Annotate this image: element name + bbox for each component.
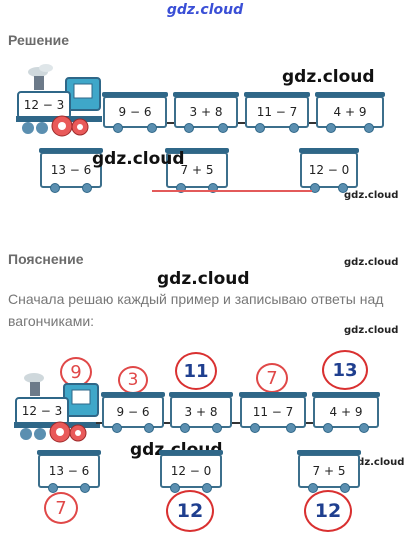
wagon-label: 13 − 6 <box>48 464 90 478</box>
watermark-small: gdz.cloud <box>344 325 399 336</box>
watermark: gdz.cloud <box>282 67 375 87</box>
watermark-small: gdz.cloud <box>350 457 405 468</box>
wagon-3: 11 − 7 <box>244 92 310 133</box>
wagon-label: 4 + 9 <box>333 105 367 119</box>
red-underline <box>152 190 312 192</box>
answer-circle: 3 <box>118 366 148 394</box>
answer-circle: 12 <box>304 490 352 532</box>
heading-explanation: Пояснение <box>8 251 84 267</box>
wagon-4: 4 + 9 <box>315 92 385 133</box>
wagon-6: 7 + 5 <box>165 148 229 193</box>
locomotive-label: 12 − 3 <box>23 98 65 112</box>
watermark-small: gdz.cloud <box>344 190 399 201</box>
wagon-label: 3 + 8 <box>189 105 223 119</box>
watermark-small: gdz.cloud <box>344 257 399 268</box>
wagon-label: 9 − 6 <box>118 105 152 119</box>
wagon-label: 7 + 5 <box>312 464 346 478</box>
wagon-label: 11 − 7 <box>252 405 294 419</box>
wagon-label: 13 − 6 <box>50 163 92 177</box>
wagon-7: 7 + 5 <box>297 450 361 493</box>
wagon-label: 4 + 9 <box>329 405 363 419</box>
answer-circle: 7 <box>256 363 288 393</box>
watermark-top: gdz.cloud <box>166 2 244 18</box>
answer-circle: 7 <box>44 492 78 524</box>
wagon-label: 9 − 6 <box>116 405 150 419</box>
locomotive-label: 12 − 3 <box>21 404 63 418</box>
wagon-2: 3 + 8 <box>169 392 233 433</box>
heading-solution: Решение <box>8 32 70 48</box>
wagon-5: 13 − 6 <box>39 148 103 193</box>
answer-circle: 12 <box>166 490 214 532</box>
wagon-2: 3 + 8 <box>173 92 239 133</box>
answer-circle: 11 <box>175 352 217 390</box>
wagon-1: 9 − 6 <box>102 92 168 133</box>
answer-circle: 13 <box>322 350 368 390</box>
wagon-3: 11 − 7 <box>239 392 307 433</box>
wagon-label: 12 − 0 <box>308 163 350 177</box>
wagon-6: 12 − 0 <box>159 450 223 493</box>
watermark: gdz.cloud <box>92 149 185 169</box>
explanation-text: Сначала решаю каждый пример и записываю … <box>8 291 384 329</box>
wagon-label: 12 − 0 <box>170 464 212 478</box>
wagon-4: 4 + 9 <box>312 392 380 433</box>
locomotive-1: 12 − 3 <box>14 64 106 138</box>
locomotive-icon <box>14 373 100 443</box>
wagon-label: 7 + 5 <box>180 163 214 177</box>
wagon-label: 3 + 8 <box>184 405 218 419</box>
watermark: gdz.cloud <box>157 269 250 289</box>
locomotive-icon <box>16 64 102 137</box>
wagon-5: 13 − 6 <box>37 450 101 493</box>
wagon-1: 9 − 6 <box>101 392 165 433</box>
wagon-7: 12 − 0 <box>299 148 359 193</box>
wagon-label: 11 − 7 <box>256 105 298 119</box>
locomotive-2: 12 − 3 <box>12 370 104 444</box>
